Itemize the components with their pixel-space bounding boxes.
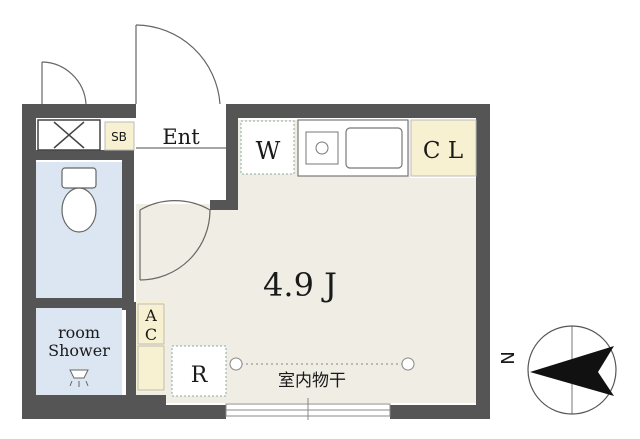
aircon-label-a: A xyxy=(144,306,157,325)
wall-storage-left xyxy=(126,302,136,405)
aircon-storage xyxy=(137,345,165,391)
kitchen-counter xyxy=(297,119,409,177)
wall-shower-top xyxy=(36,298,122,308)
wall-bottom-right xyxy=(390,405,490,419)
wall-bottom-left xyxy=(22,405,226,419)
meter-box xyxy=(37,119,101,151)
wall-entrance-inner xyxy=(226,118,238,210)
closet-label: C L xyxy=(423,138,463,164)
north-arrow-icon xyxy=(530,346,614,396)
wall-entrance-bottom xyxy=(210,200,238,210)
wall-top-left xyxy=(24,104,136,118)
shower-room-label-2: Shower xyxy=(48,341,110,360)
room-size-label: 4.9 J xyxy=(263,266,337,304)
closet xyxy=(410,119,477,177)
walls xyxy=(22,104,490,419)
wall-shower-bottom xyxy=(36,395,166,405)
wall-partition xyxy=(122,150,134,310)
refrigerator-space xyxy=(171,345,227,397)
indoor-drying-label: 室内物干 xyxy=(278,371,346,391)
north-label: N xyxy=(498,351,519,364)
shower-room-label-1: room xyxy=(58,323,100,342)
wall-right xyxy=(476,104,490,419)
shower-floor xyxy=(36,308,122,403)
entrance-floor xyxy=(136,120,226,204)
stove xyxy=(305,131,339,165)
entrance-door xyxy=(135,24,221,105)
window xyxy=(225,398,391,420)
shower xyxy=(69,369,89,387)
room-door xyxy=(139,200,211,281)
sb-label: SB xyxy=(111,130,127,144)
toilet xyxy=(61,167,97,233)
compass: N xyxy=(498,325,617,415)
aircon-storage-floor xyxy=(136,302,166,392)
drying-rod xyxy=(229,357,415,371)
washer-label: W xyxy=(256,137,281,165)
aircon-column xyxy=(137,303,165,345)
entrance-label: Ent xyxy=(162,125,200,149)
stove-burner-icon xyxy=(315,141,329,155)
closet-floor xyxy=(411,120,476,176)
shoe-box xyxy=(104,121,135,151)
refrigerator-label: R xyxy=(191,363,209,388)
wall-top-right xyxy=(226,104,488,118)
washer-space xyxy=(240,120,295,175)
wall-left xyxy=(22,104,36,419)
wall-meter-bottom xyxy=(36,150,122,160)
meter-door xyxy=(41,61,87,105)
shower-head-icon xyxy=(69,369,89,379)
sink xyxy=(345,127,403,169)
sb-floor xyxy=(105,122,134,150)
aircon-label-c: C xyxy=(145,325,157,344)
